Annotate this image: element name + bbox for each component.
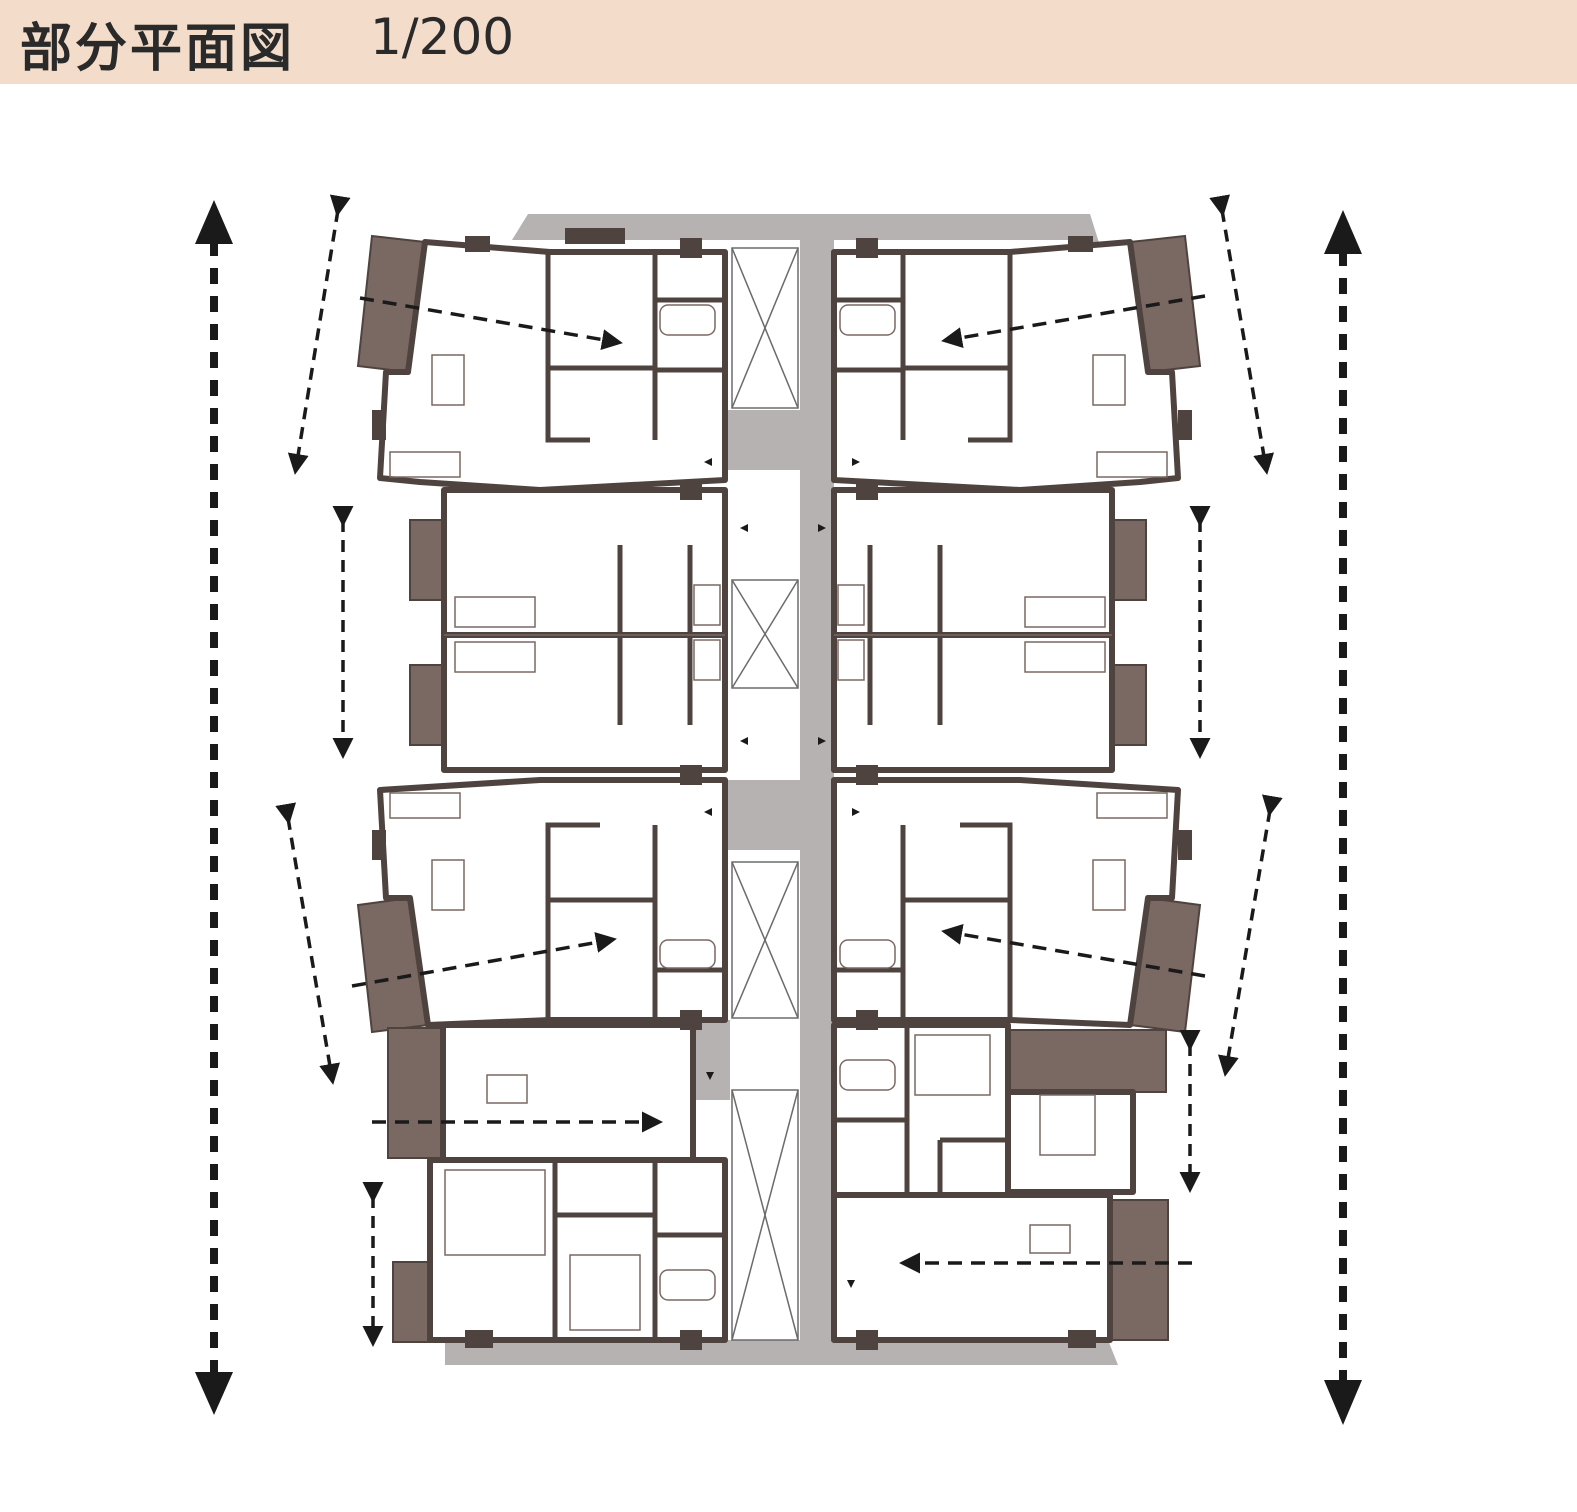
unit-w3: [441, 632, 728, 773]
unit-e5: [1005, 1089, 1136, 1195]
void-shafts: [731, 247, 799, 1341]
inward-arrows: [351, 294, 1206, 1274]
outer-arrows: [210, 240, 1347, 1395]
fixtures: [389, 304, 1168, 1331]
interior-walls: [545, 252, 1013, 1340]
entrance-markers: [704, 458, 860, 1288]
unit-e2: [831, 487, 1115, 638]
columns: [372, 228, 1192, 1350]
units: [377, 239, 1181, 1343]
header-band: 部分平面図 1/200: [0, 0, 1577, 84]
outer-arrow-heads: [195, 200, 1362, 1425]
unit-w2: [441, 487, 728, 638]
unit-e3: [831, 632, 1115, 773]
unit-e6: [831, 1192, 1113, 1343]
scale-label: 1/200: [370, 8, 515, 66]
unit-e4: [831, 1022, 1011, 1198]
side-arrows: [275, 194, 1283, 1347]
page-title: 部分平面図: [20, 19, 296, 79]
unit-w4: [440, 1022, 696, 1163]
unit-w5: [427, 1157, 728, 1343]
